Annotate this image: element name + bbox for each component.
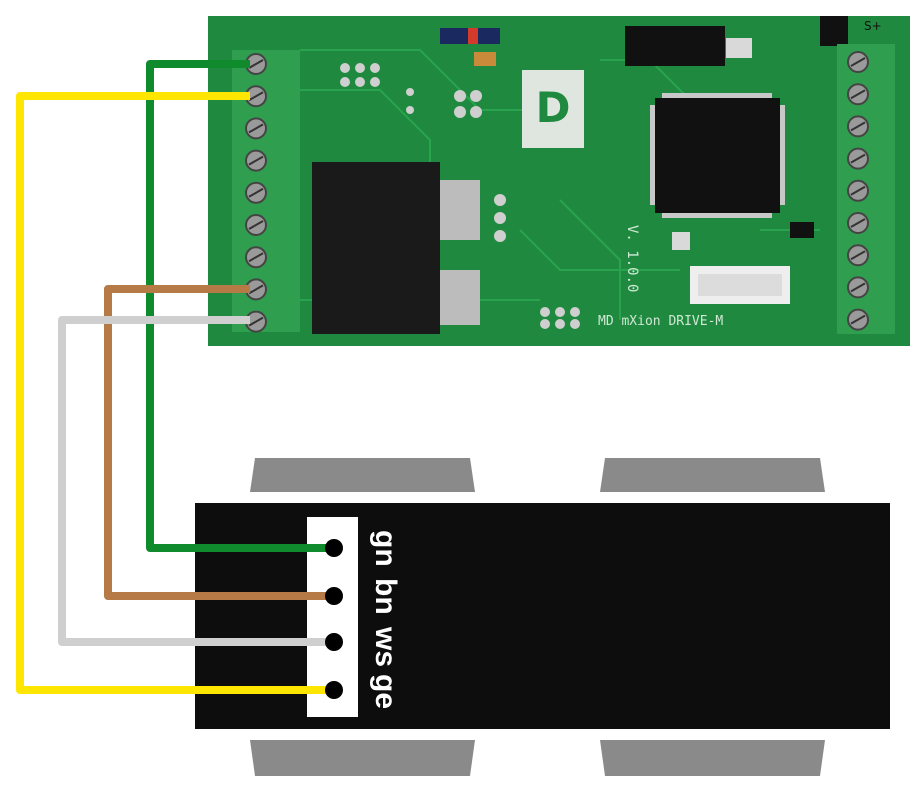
power-module-top (312, 162, 440, 250)
right-terminal-screw-slot-8 (850, 282, 866, 293)
motor-terminal-bn (325, 587, 343, 605)
wires (16, 60, 330, 694)
corner-marker-text: S+ (864, 19, 882, 33)
model-text: MD mXion DRIVE-M (598, 314, 723, 329)
label-bn: bn (369, 578, 402, 615)
right-terminal-screw-slot-2 (850, 89, 866, 100)
label-ws: ws (369, 626, 402, 667)
left-terminal-screw-slot-8 (248, 284, 264, 295)
right-terminal-screw-slot-4 (850, 153, 866, 164)
motor-tab-top-right (600, 458, 825, 492)
left-terminal-screw-slot-6 (248, 220, 264, 230)
motor-terminal-ws (325, 633, 343, 651)
motor-tab-bottom-right (600, 740, 825, 776)
right-terminal-screw-slot-9 (850, 314, 866, 325)
wire-bn (104, 285, 330, 600)
left-terminal-screw-slot-2 (248, 91, 264, 102)
motor-connection-labels: gn bn ws ge (369, 530, 402, 709)
top-component (625, 26, 725, 66)
right-terminal-screw-slot-3 (850, 121, 866, 132)
version-text: V. 1.0.0 (624, 225, 640, 292)
right-terminal-screw-slot-1 (850, 57, 866, 67)
motor-body (195, 503, 890, 729)
right-terminal-screw-slot-5 (850, 185, 866, 196)
motor-terminal-gn (325, 539, 343, 557)
right-terminal-screw-slot-6 (850, 218, 866, 228)
wire-ge (16, 92, 330, 694)
svg-text:D: D (536, 83, 571, 132)
label-ge: ge (369, 674, 402, 709)
left-terminal-screw-slot-7 (248, 252, 264, 263)
wire-ws (58, 316, 330, 646)
left-terminal-screw-slot-1 (248, 59, 264, 69)
left-terminal-screw-slot-4 (248, 155, 264, 166)
power-module-bottom (312, 250, 440, 334)
microcontroller-chip (655, 98, 780, 213)
label-gn: gn (369, 530, 402, 567)
decoder-board: D V. 1.0.0 MD mXion DRIVE-M S+ (208, 16, 910, 346)
left-terminal-screw-slot-3 (248, 123, 264, 134)
wire-gn (146, 60, 330, 552)
left-terminal-screw-slot-9 (248, 316, 264, 327)
right-terminal-screw-slot-7 (850, 250, 866, 261)
motor-terminal-ge (325, 681, 343, 699)
motor-tab-top-left (250, 458, 475, 492)
md-logo (522, 70, 584, 148)
left-terminal-screw-slot-5 (248, 187, 264, 198)
motor-tab-bottom-left (250, 740, 475, 776)
